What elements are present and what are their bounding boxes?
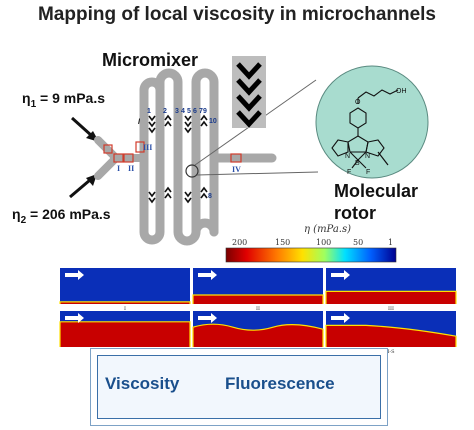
colorbar-tick-1: 1 (388, 238, 393, 247)
flow-direction-indicator (232, 56, 266, 128)
atom-n-right: N (365, 153, 370, 160)
flow-chevrons (148, 114, 208, 204)
window-label-iv: IV (232, 165, 241, 174)
inlet-arrow-bottom (69, 174, 97, 199)
serpentine-channel (139, 68, 277, 246)
flow-arrow-icon (65, 270, 84, 280)
summary-box (90, 348, 388, 426)
colorbar-tick-100: 100 (316, 238, 331, 247)
channel-number-2: 2 (163, 108, 167, 115)
window-label-i: I (117, 164, 120, 173)
zoom-line-bottom (196, 171, 319, 176)
panel-high-viscosity-region (326, 325, 456, 347)
rotor-label-line1: Molecular (334, 181, 419, 201)
rotor-label-line2: rotor (334, 203, 376, 223)
colorbar-tick-50: 50 (353, 238, 363, 247)
window-label-ii: II (128, 164, 134, 173)
channel-label-l: l (138, 119, 141, 126)
panel-label: I (124, 306, 126, 312)
channel-number-8: 8 (208, 193, 212, 200)
panel-high-viscosity-region (193, 295, 323, 304)
panel-interface-line (192, 294, 324, 304)
window-labels: I II III IV (117, 143, 241, 174)
panel-label: II (256, 306, 260, 312)
eta1-subscript: 1 (30, 98, 37, 110)
viscosity-text: Viscosity (105, 374, 180, 393)
channel-number-1: 1 (147, 108, 151, 115)
eta1-label: η1 = 9 mPa.s (22, 90, 105, 110)
panel-interface-line (325, 324, 457, 347)
colorbar-label: η (mPa.s) (304, 224, 351, 235)
rotor-pointer (377, 151, 389, 166)
panel-interface-line (59, 301, 191, 304)
channel-number-7: 7 (199, 108, 203, 115)
panel-interface-line (59, 321, 191, 347)
sim-panel-i-s: I-S (325, 311, 457, 355)
atom-n-left: N (345, 153, 350, 160)
sim-panel-i-m: I-M (192, 311, 324, 355)
eta2-symbol: η (12, 206, 21, 222)
colorbar-gradient (225, 247, 397, 263)
panel-interface-line (192, 323, 324, 347)
eta1-value: = 9 mPa.s (36, 90, 106, 106)
panel-label: I-S (387, 349, 395, 355)
channel-number-5: 5 (187, 108, 191, 115)
channel-numbers: 1 2 3 4 5 6 7 8 9 10 l (138, 108, 217, 200)
panel-interface-line (325, 290, 457, 304)
micromixer-label: Micromixer (102, 50, 199, 70)
flow-arrow-icon (65, 313, 84, 323)
eta2-label: η2 = 206 mPa.s (12, 206, 111, 226)
sim-panel-i-e: I-E (59, 311, 191, 355)
colorbar-tick-150: 150 (275, 238, 290, 247)
atom-f-right: F (366, 169, 370, 176)
fluorescence-text: Fluorescence (225, 374, 335, 393)
molecule-atoms: O OH N N B F F (345, 88, 407, 176)
eta1-symbol: η (22, 90, 31, 106)
zoom-circle (185, 164, 199, 178)
atom-f-left: F (347, 169, 351, 176)
colorbar-tick-200: 200 (232, 238, 247, 247)
panel-high-viscosity-region (60, 321, 190, 347)
summary-box-inner (97, 355, 381, 419)
sim-panel-i: I (59, 268, 191, 312)
observation-windows (103, 141, 242, 163)
flow-arrow-icon (331, 313, 350, 323)
channel-number-10: 10 (209, 118, 217, 125)
atom-b: B (355, 160, 360, 167)
eta2-subscript: 2 (20, 214, 27, 226)
atom-oh: OH (396, 88, 407, 95)
flow-arrow-icon (198, 313, 217, 323)
panel-high-viscosity-region (193, 324, 323, 347)
window-label-iii: III (143, 143, 152, 152)
channel-number-3: 3 (175, 108, 179, 115)
flow-arrow-icon (331, 270, 350, 280)
panel-high-viscosity-region (326, 291, 456, 304)
channel-number-9: 9 (203, 108, 207, 115)
colorbar: η (mPa.s) 200 150 100 50 1 (225, 224, 397, 263)
molecule-background (315, 65, 429, 179)
sim-panel-iii: III (325, 268, 457, 312)
sim-panel-ii: II (192, 268, 324, 312)
flow-arrow-icon (198, 270, 217, 280)
figure-title: Mapping of local viscosity in microchann… (37, 4, 437, 25)
eta2-value: = 206 mPa.s (26, 206, 111, 222)
channel-number-6: 6 (193, 108, 197, 115)
atom-o: O (355, 99, 361, 106)
panel-label: III (388, 306, 394, 312)
molecule-structure (331, 89, 399, 169)
channel-number-4: 4 (181, 108, 185, 115)
